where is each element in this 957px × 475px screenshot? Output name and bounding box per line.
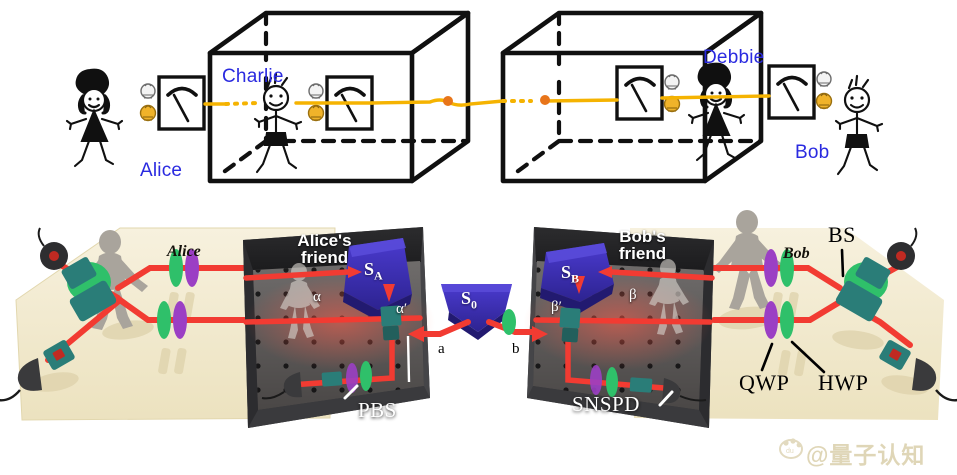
bulb-gray-icon [664,74,680,90]
alice-table-optics [0,227,199,402]
bs-leader-line [840,248,845,278]
bob-stick-figure [834,74,884,176]
meter-bob [767,64,816,120]
debbie-stick-figure [687,62,746,162]
label-beta-prime: β′ [551,299,562,315]
qwp-leader-line [760,342,774,372]
label-pbs: PBS [358,398,397,422]
bulb-gray-icon [140,83,156,99]
label-alice: Alice [140,160,183,181]
bob-friend-line1: Bob's [619,227,666,246]
label-bob: Bob [795,142,830,163]
mode-a-arrowhead [408,326,424,342]
entangled-photon-line [203,94,771,107]
watermark-handle: @量子认知 [806,442,926,468]
svg-text:du: du [786,448,794,455]
bob-indicator-bulbs [815,71,833,110]
label-source-SB: SB [561,262,579,287]
source-SB [540,243,614,313]
S0-main: S [461,288,472,308]
snspd-leader-line [658,390,674,407]
alice-floor-optics [261,305,402,400]
pbs-leader-line [343,384,359,400]
hwp-leader-line [790,340,826,374]
alice-stick-figure [65,68,124,168]
label-mode-b: b [512,341,520,357]
bob-beam-arrowhead [598,266,612,278]
label-table-alice: Alice [167,243,201,260]
bob-friend-line2: friend [618,244,667,263]
label-bob-friend: Bob's friend [590,228,695,262]
label-charlie: Charlie [222,66,284,87]
label-alpha-prime: α′ [396,301,408,317]
charlie-indicator-bulbs [307,83,325,122]
label-snspd: SNSPD [572,392,640,416]
photon-marker [540,95,550,105]
alice-indicator-bulbs [139,83,157,122]
label-table-bob: Bob [783,245,810,262]
SA-main: S [364,259,375,279]
bulb-gold-icon [139,104,157,122]
label-alice-friend: Alice's friend [272,232,377,266]
SB-sub: B [571,271,580,286]
bulb-gray-icon [308,83,324,99]
alice-beam-arrowhead [348,266,362,278]
charlie-stick-figure [253,72,303,174]
SB-main: S [561,262,572,282]
label-qwp: QWP [739,370,790,395]
alice-friend-line1: Alice's [297,231,352,250]
label-beta: β [629,287,637,303]
s0-output-waveplate [502,309,516,335]
s0-output-beams [421,319,535,337]
label-bs: BS [828,222,856,247]
label-source-S0: S0 [461,288,477,313]
baidu-paw-icon: du [779,438,803,459]
bulb-gold-icon [815,92,833,110]
bulb-gray-icon [816,71,832,87]
label-debbie: Debbie [703,47,765,68]
label-source-SA: SA [364,259,383,284]
alice-down-arrow [383,284,395,302]
bob-table-optics [764,227,957,402]
mode-b-arrowhead [532,326,548,342]
label-mode-a: a [438,341,445,357]
alice-scale-bar [406,335,411,383]
component-leader-lines [760,248,845,374]
bulb-gold-icon [307,104,325,122]
bob-down-arrow [573,276,585,294]
label-hwp: HWP [818,370,869,395]
meter-debbie [615,65,664,121]
source-SA [343,238,412,321]
photon-marker [443,96,453,106]
meter-alice [157,75,206,131]
label-alpha: α [313,289,321,305]
S0-sub: 0 [471,297,478,312]
SA-sub: A [374,268,383,283]
alice-friend-line2: friend [300,248,349,267]
